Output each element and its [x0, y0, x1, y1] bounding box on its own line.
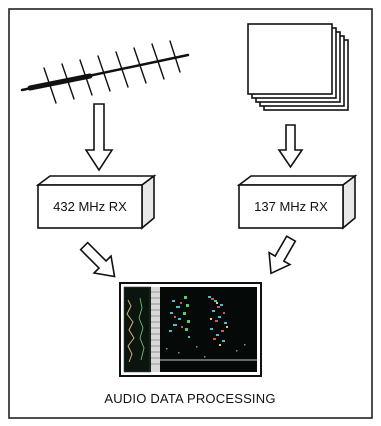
receiver-137-block: 137 MHz RX	[236, 174, 358, 230]
arrow-antenna-to-432-rx	[84, 103, 114, 172]
receiver-137-label: 137 MHz RX	[254, 199, 328, 214]
arrow-432-rx-to-processing	[79, 241, 116, 278]
arrow-137-rx-to-processing	[268, 235, 297, 275]
receiver-432-label: 432 MHz RX	[53, 199, 127, 214]
receiver-432-block: 432 MHz RX	[35, 174, 157, 230]
stacked-display-frames-icon	[247, 23, 349, 111]
yagi-antenna-icon	[20, 40, 190, 104]
processing-caption: AUDIO DATA PROCESSING	[104, 391, 275, 406]
spectrogram-display-icon	[119, 282, 262, 377]
arrow-frames-to-137-rx	[277, 124, 304, 169]
